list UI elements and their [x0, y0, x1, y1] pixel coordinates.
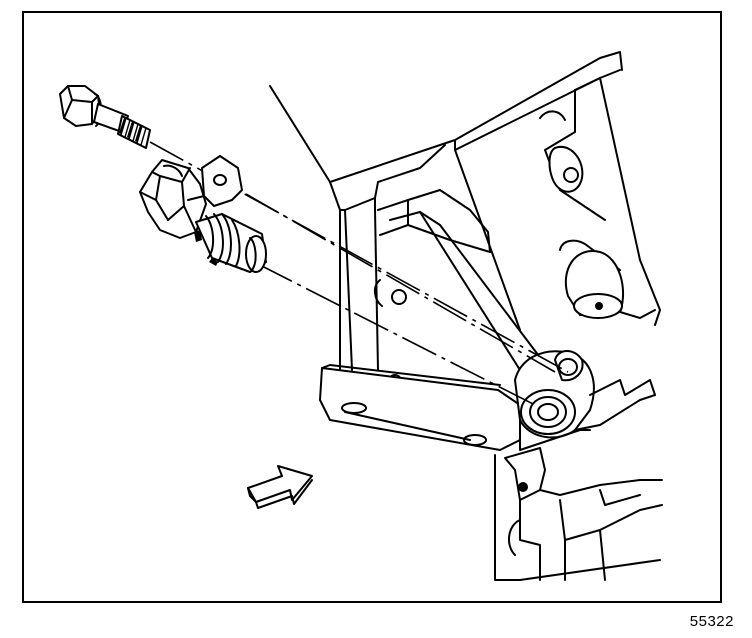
engine-block-icon — [269, 51, 663, 581]
sensor-icon — [139, 155, 267, 273]
figure-number: 55322 — [689, 613, 734, 630]
bolt-icon — [59, 85, 151, 149]
direction-arrow-icon — [247, 465, 313, 509]
